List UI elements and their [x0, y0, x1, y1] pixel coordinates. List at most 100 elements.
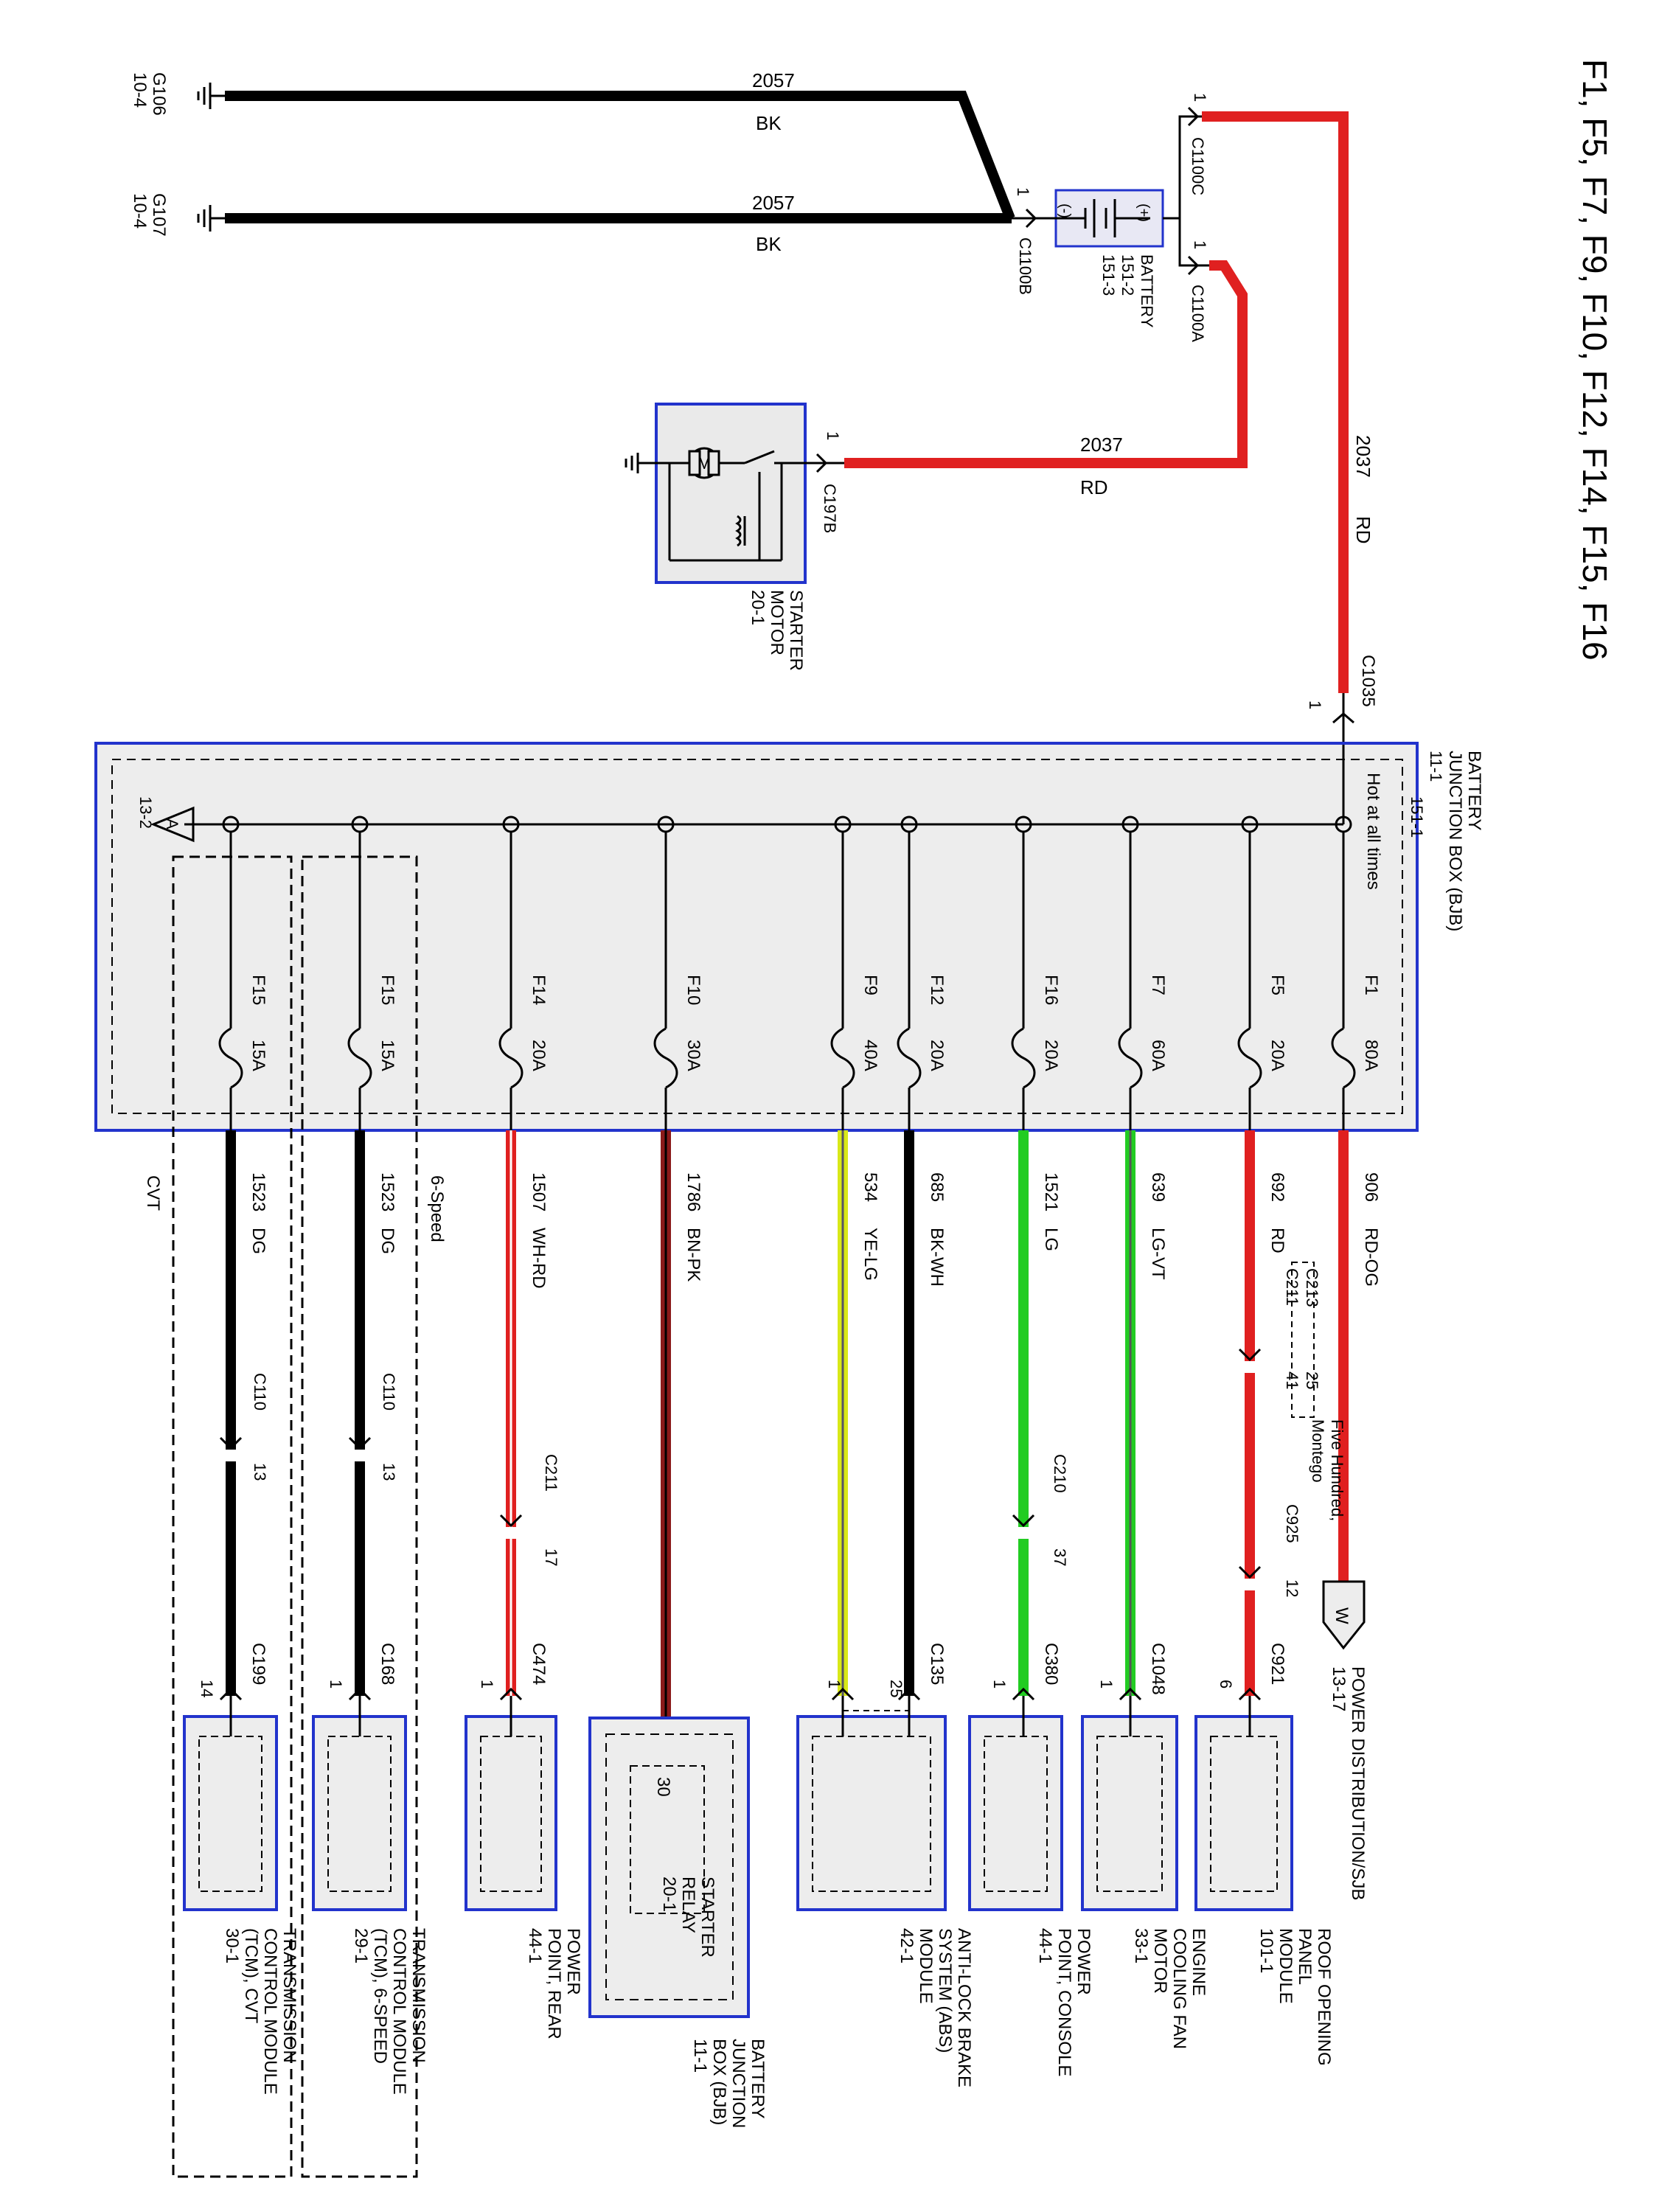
bjb-name-2: JUNCTION BOX (BJB) — [1445, 751, 1465, 931]
component-box[interactable] — [796, 1715, 947, 1911]
connector-icon[interactable] — [499, 1687, 523, 1701]
inline-c110-cvt-label: C110 — [251, 1373, 269, 1411]
connector-icon[interactable] — [348, 1687, 372, 1701]
inline-connector-icon[interactable] — [499, 1514, 523, 1528]
connector-icon[interactable] — [1238, 1687, 1262, 1701]
component-name-line: TRANSMISSION — [408, 1928, 428, 2063]
inline-connector-icon[interactable] — [1012, 1514, 1035, 1528]
starter-motor-box[interactable] — [655, 403, 807, 584]
inline-connector-icon[interactable] — [348, 1436, 372, 1450]
component-box[interactable] — [968, 1715, 1063, 1911]
component-name-line: 101-1 — [1256, 1928, 1276, 1973]
inline-connector-gap — [353, 1450, 366, 1461]
battery-junction-box[interactable] — [94, 742, 1419, 1132]
wire-2037-main[interactable] — [1202, 111, 1349, 693]
ground-wire-g106[interactable] — [225, 91, 1015, 220]
connector-icon[interactable] — [219, 1687, 243, 1701]
wire-color-label: YE-LG — [860, 1228, 880, 1281]
fuse-icon — [218, 1027, 243, 1089]
inline-connector-icon[interactable] — [1238, 1565, 1262, 1579]
pin-c1035: 1 — [1306, 700, 1324, 709]
pin-c1100c: 1 — [1191, 93, 1209, 102]
component-box[interactable] — [312, 1715, 407, 1911]
starter-relay-pin-box — [630, 1765, 705, 1914]
wire-2037-starter[interactable] — [844, 260, 1248, 468]
inline-connector-icon[interactable] — [219, 1436, 243, 1450]
component-box[interactable] — [1081, 1715, 1178, 1911]
starter-ground-icon — [625, 453, 675, 473]
starter-relay-pin: 30 — [653, 1777, 673, 1797]
inline-c925-label: C925 — [1283, 1504, 1301, 1543]
inline-connector-gap — [224, 1450, 237, 1461]
inline-five-hundred-bracket — [1291, 1262, 1315, 1418]
inline-c110-6sp-pin: 13 — [380, 1463, 398, 1481]
inline-connector-gap — [504, 1527, 518, 1539]
component-box[interactable] — [465, 1715, 557, 1911]
pin-c1100a: 1 — [1191, 240, 1209, 249]
connector-label-c1100a: C1100A — [1189, 285, 1207, 342]
wire-color-label: BN-PK — [684, 1228, 703, 1281]
inline-c110-cvt-pin: 13 — [251, 1463, 269, 1481]
inline-connector-icon[interactable] — [1238, 1348, 1262, 1362]
bjb-name-1: BATTERY — [1464, 751, 1484, 830]
fuse-id-label: F15 — [248, 975, 268, 1005]
component-box[interactable] — [1194, 1715, 1293, 1911]
ground-symbol-g107 — [197, 205, 225, 232]
connector-icon[interactable] — [1012, 1687, 1035, 1701]
wire-circuit-label: 906 — [1361, 1172, 1381, 1202]
connector-c1100c-icon[interactable] — [1187, 106, 1200, 127]
connector-c1035[interactable] — [1332, 693, 1354, 745]
battery-ref-2: 151-3 — [1099, 254, 1118, 296]
component-name-line: MOTOR — [1150, 1928, 1170, 1994]
connector-pin-label: 6 — [1217, 1680, 1235, 1688]
wire-color-g106: BK — [756, 112, 782, 134]
connector-c197b[interactable] — [805, 453, 844, 473]
component-name-line: ENGINE — [1189, 1928, 1208, 1996]
fuse-id-label: F7 — [1148, 975, 1168, 995]
battery-pos-lead — [1163, 115, 1202, 220]
power-distribution-arrow[interactable] — [1322, 1580, 1366, 1650]
group-label-cvt: CVT — [143, 1175, 163, 1211]
ground-ref-g107: 10-4 — [130, 193, 150, 229]
battery-ref-1: 151-2 — [1119, 254, 1137, 296]
fuse-id-label: F14 — [529, 975, 549, 1005]
wire-color-label: RD — [1267, 1228, 1287, 1253]
connector-label: C1048 — [1148, 1643, 1168, 1695]
fuse-amp-label: 40A — [860, 1040, 880, 1071]
component-box[interactable] — [183, 1715, 278, 1911]
ground-label-g106: G106 — [149, 72, 169, 116]
connector-c1100a-icon[interactable] — [1187, 255, 1200, 276]
connector-c1100b[interactable] — [1012, 208, 1056, 229]
component-name-line: CONTROL MODULE — [260, 1928, 280, 2095]
connector-icon[interactable] — [831, 1687, 855, 1701]
component-name-line: POINT, REAR — [544, 1928, 564, 2039]
connector-icon[interactable] — [1119, 1687, 1142, 1701]
battery-minus-label: (-) — [1057, 204, 1073, 218]
component-name-line: PANEL — [1295, 1928, 1315, 1985]
connector-pin-label: 1 — [1097, 1680, 1116, 1688]
connector-icon[interactable] — [897, 1687, 921, 1701]
wire-circuit-label: 1521 — [1041, 1172, 1061, 1211]
fuse-icon — [498, 1027, 524, 1089]
starter-relay-outer-box[interactable] — [588, 1717, 750, 2018]
connector-label-c1035: C1035 — [1358, 655, 1378, 707]
